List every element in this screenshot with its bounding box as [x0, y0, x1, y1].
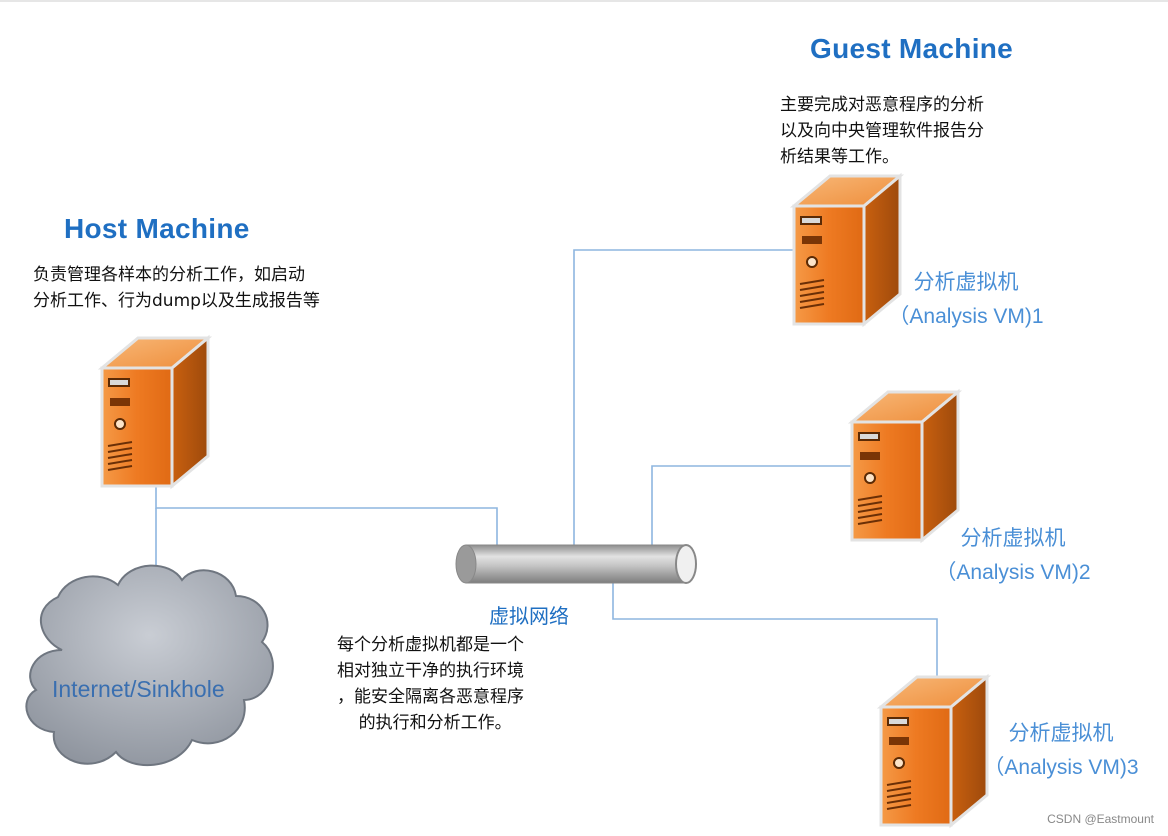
top-border [0, 0, 1168, 2]
host-server-icon [100, 336, 210, 488]
host-machine-description: 负责管理各样本的分析工作，如启动 分析工作、行为dump以及生成报告等 [33, 265, 320, 311]
vm3-label: 分析虚拟机 （Analysis VM)3 [976, 717, 1146, 785]
vm3-server-icon [879, 675, 989, 827]
connector-network-vm2 [651, 465, 906, 550]
guest-machine-title: Guest Machine [810, 33, 1014, 64]
host-machine-title: Host Machine [64, 213, 250, 244]
vm1-server-icon [792, 174, 902, 326]
connector-network-vm1 [573, 249, 848, 550]
watermark: CSDN @Eastmount [1047, 812, 1154, 826]
vm2-sub: （Analysis VM)2 [935, 561, 1091, 584]
vm3-name: 分析虚拟机 [1008, 722, 1114, 745]
cloud-label: Internet/Sinkhole [52, 676, 225, 702]
guest-machine-description: 主要完成对恶意程序的分析 以及向中央管理软件报告分 析结果等工作。 [780, 95, 984, 167]
vm2-name: 分析虚拟机 [960, 527, 1066, 550]
virtual-network-pipe [455, 544, 697, 584]
vm1-label: 分析虚拟机 （Analysis VM)1 [886, 266, 1046, 334]
virtual-network-description: 每个分析虚拟机都是一个 相对独立干净的执行环境 ，能安全隔离各恶意程序 的执行和… [337, 635, 524, 733]
vm2-server-icon [850, 390, 960, 542]
internet-cloud-shape [25, 564, 274, 767]
virtual-network-label: 虚拟网络 [489, 604, 569, 628]
vm1-name: 分析虚拟机 [913, 271, 1019, 294]
vm3-sub: （Analysis VM)3 [983, 756, 1139, 779]
vm2-label: 分析虚拟机 （Analysis VM)2 [928, 522, 1098, 590]
connector-network-vm3 [612, 583, 938, 680]
vm1-sub: （Analysis VM)1 [888, 305, 1044, 328]
